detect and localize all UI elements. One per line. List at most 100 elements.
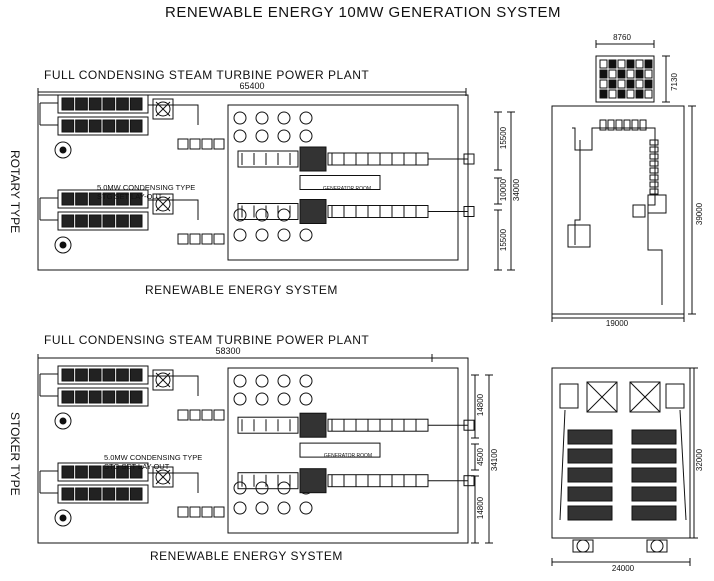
boiler-tube-bank [116,465,129,479]
stoker-grate [567,429,613,445]
pump-circle [255,208,269,222]
feed-tank [177,138,189,150]
boiler-tube-bank [102,487,116,501]
pump-circle [299,129,313,143]
belt-segment [649,146,659,153]
plant-frame [37,94,469,271]
feeder-cell [635,79,644,89]
boiler-tube-bank [116,214,129,228]
turbine-hall [227,367,459,534]
rotary-plan-width: 19000 [606,319,629,328]
generator-shaft [327,418,429,432]
pump-circle [255,111,269,125]
boiler-tube-bank [75,97,88,111]
silo-box [567,224,591,248]
belt-segment [623,119,631,131]
stoker-grate [567,505,613,521]
rotary-dim-a: 15500 [499,126,508,149]
boiler-tube-bank [75,192,88,206]
rotary-plan-frame [551,105,685,315]
drawing-line [155,469,171,485]
fan-housing [646,539,668,553]
fan-hub [59,241,67,249]
feeder-cell [608,79,617,89]
feeder-cell [599,79,608,89]
rotary-room-label: GENERATOR ROOM [323,186,371,192]
flue-duct [148,375,199,396]
kiln-drum [155,196,171,212]
stoker-dim-d: 14800 [476,496,485,519]
turbine-casing [299,199,327,224]
stoker-grate [567,486,613,502]
rotary-footer: RENEWABLE ENERGY SYSTEM [145,283,338,297]
boiler-block [57,484,149,504]
pump-circle [299,392,313,406]
drawing-line [586,381,618,413]
stoker-grate [567,467,613,483]
boiler-tube-bank [88,192,102,206]
belt-segment [649,153,659,160]
kiln-box [152,193,174,215]
conveyor-line [572,127,663,305]
feed-tank [213,138,225,150]
valve-box [463,475,475,487]
fan-hub [59,146,67,154]
boiler-tube-bank [102,119,116,133]
pump-circle [277,481,291,495]
condenser-block [237,150,299,168]
generator-shaft [327,152,429,166]
boiler-tube-bank [61,487,75,501]
feed-tank [177,506,189,518]
boiler-block [57,387,149,407]
feeder-cell [635,59,644,69]
boiler-tube-bank [102,390,116,404]
boiler-tube-bank [61,192,75,206]
boiler-tube-bank [102,214,116,228]
pump-circle [255,129,269,143]
pump-circle [255,481,269,495]
feed-tank [201,409,213,421]
boiler-tube-bank [129,97,143,111]
boiler-block [57,462,149,482]
stoker-room-label: GENERATOR ROOM [324,453,372,459]
feeder-cell [644,79,653,89]
belt-segment [649,167,659,174]
pump-circle [299,374,313,388]
stoker-grate [631,429,677,445]
boiler-tube-bank [129,390,143,404]
boiler-tube-bank [116,192,129,206]
boiler-tube-bank [102,368,116,382]
fan-circle [54,412,72,430]
turbine-casing [299,468,327,494]
stoker-side-label: STOKER TYPE [8,412,22,496]
pump-circle [233,208,247,222]
rotary-feeder-width: 8760 [613,33,631,42]
rotary-side-label: ROTARY TYPE [8,150,22,234]
boiler-tube-bank [129,465,143,479]
feeder-cell [617,59,626,69]
drawing-line [679,409,687,521]
kiln-drum [155,469,171,485]
kiln-box [152,369,174,391]
pump-circle [277,129,291,143]
pump-circle [255,228,269,242]
pump-circle [255,392,269,406]
pump-circle [277,374,291,388]
feed-tank [213,409,225,421]
bunker-box [629,381,661,413]
pump-circle [233,501,247,515]
stoker-fan [650,539,664,553]
pump-circle [233,374,247,388]
boiler-tube-bank [61,390,75,404]
fan-circle [54,236,72,254]
stoker-grate [631,448,677,464]
stoker-plan-height: 32000 [695,448,704,471]
kiln-drum [155,372,171,388]
boiler-block [57,116,149,136]
stoker-fan [576,539,590,553]
boiler-tube-bank [88,97,102,111]
fan-circle [54,141,72,159]
stoker-grate [631,486,677,502]
valve-box [463,206,475,217]
